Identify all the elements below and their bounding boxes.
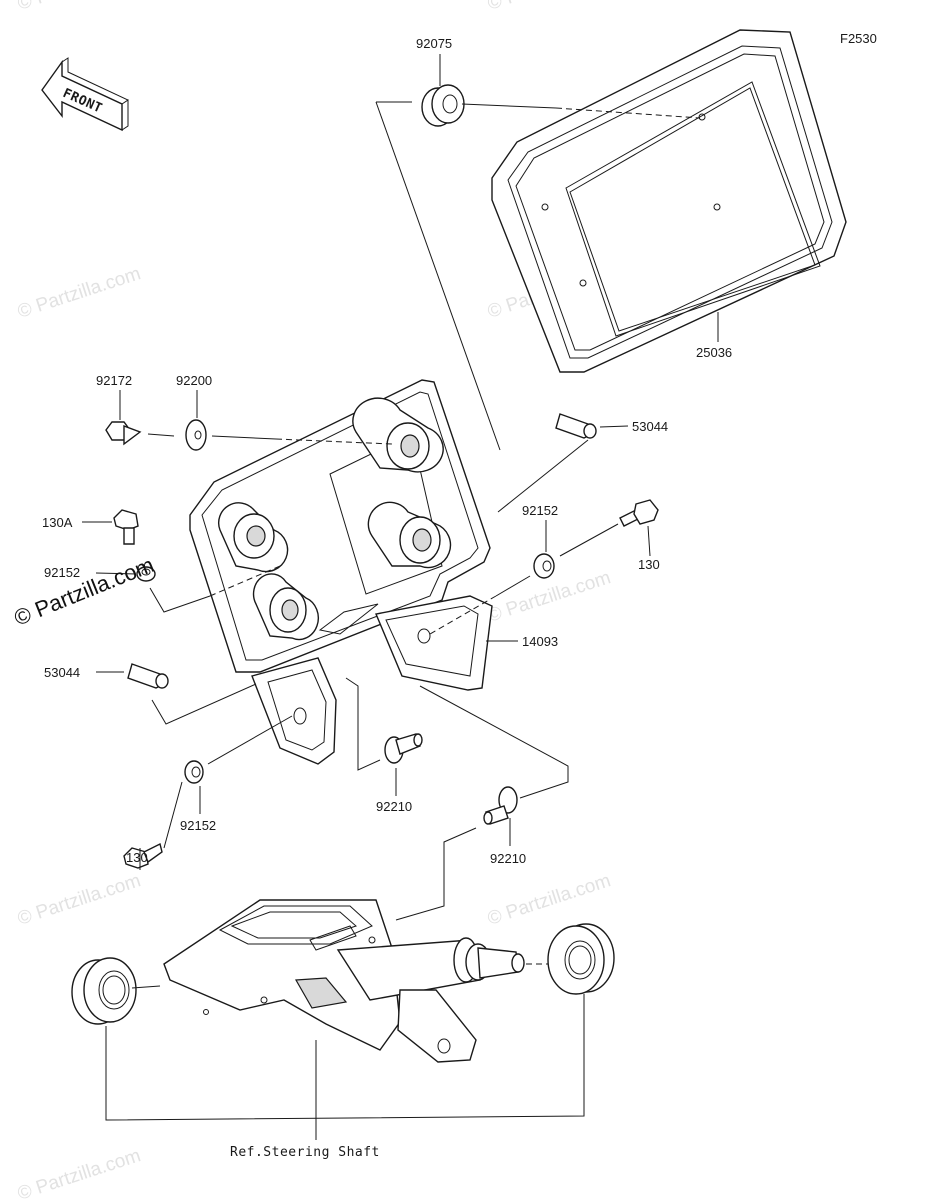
label-53044-right: 53044 (632, 419, 668, 434)
watermark: © Partzilla.com (485, 870, 613, 930)
label-53044-left: 53044 (44, 665, 80, 680)
label-130a: 130A (42, 515, 73, 530)
label-25036: 25036 (696, 345, 732, 360)
damper-53044-right (555, 413, 597, 439)
bearing-right (547, 923, 615, 995)
diagram-code: F2530 (840, 31, 877, 46)
reference-steering-shaft: Ref.Steering Shaft (230, 1145, 380, 1160)
bolt-130-right (619, 499, 659, 527)
label-92210-mid: 92210 (376, 799, 412, 814)
watermark: © Partzilla.com (15, 0, 143, 15)
label-92152-right: 92152 (522, 503, 558, 518)
label-92172: 92172 (96, 373, 132, 388)
label-92152-left: 92152 (44, 565, 80, 580)
watermark: © Partzilla.com (485, 0, 613, 15)
bolt-130-left (123, 842, 163, 869)
label-92210-right: 92210 (490, 851, 526, 866)
meter-assembly-25036 (491, 29, 847, 373)
collar-92152-right (533, 553, 555, 579)
screw-92172 (105, 421, 142, 446)
grommet-92075 (421, 84, 465, 127)
bearing-left (71, 957, 137, 1025)
label-130-right: 130 (638, 557, 660, 572)
watermark: © Partzilla.com (15, 870, 143, 930)
damper-53044-left (127, 663, 169, 689)
bolt-130a (113, 509, 139, 545)
collar-92210-mid (384, 733, 423, 764)
label-14093: 14093 (522, 634, 558, 649)
label-130-left: 130 (126, 850, 148, 865)
front-arrow-icon: FRONT (41, 57, 129, 132)
collar-92152-left (136, 566, 156, 582)
label-92152-bottom: 92152 (180, 818, 216, 833)
label-92200: 92200 (176, 373, 212, 388)
label-92075: 92075 (416, 36, 452, 51)
collar-92210-right (483, 786, 518, 825)
washer-92200 (185, 419, 207, 451)
meter-bracket (189, 379, 493, 765)
watermark-prominent: © Partzilla.com (11, 552, 158, 631)
watermark: © Partzilla.com (15, 263, 143, 323)
collar-92152-bottom (184, 760, 204, 784)
steering-stem (163, 899, 525, 1063)
watermark: © Partzilla.com (15, 1145, 143, 1200)
